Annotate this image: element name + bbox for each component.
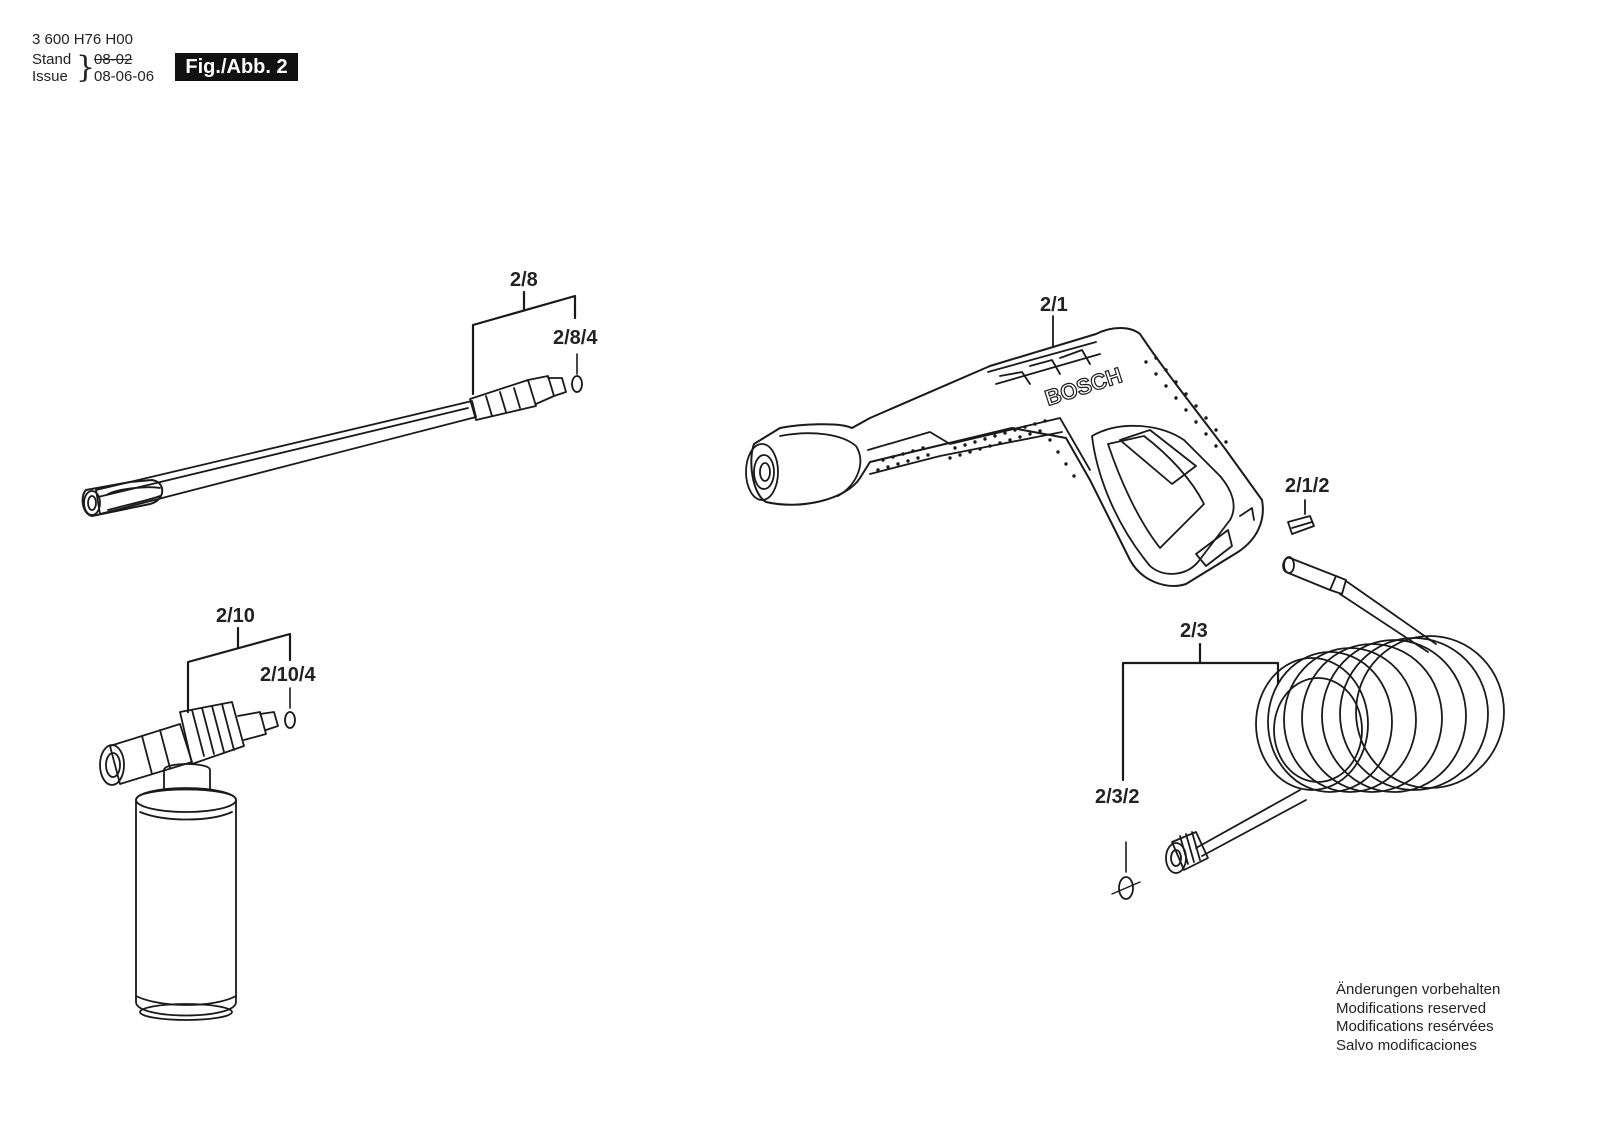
notice-line-fr: Modifications resérvées	[1336, 1018, 1494, 1035]
document-number: 3 600 H76 H00	[32, 31, 133, 48]
spray-lance	[81, 375, 583, 517]
callout-bracket-2-10	[186, 626, 292, 714]
callout-bracket-2-3	[1121, 642, 1280, 873]
callout-bracket-2-8	[471, 290, 578, 396]
o-ring-2-8-4	[571, 375, 583, 393]
notice-line-en: Modifications reserved	[1336, 999, 1487, 1017]
issue-label: Issue	[32, 68, 68, 85]
coiled-hose	[1111, 556, 1505, 900]
clip-part-2-1-2	[1287, 499, 1315, 535]
label-2-1-2: 2/1/2	[1285, 475, 1329, 497]
label-2-8: 2/8	[510, 269, 538, 291]
label-2-10: 2/10	[216, 605, 255, 627]
label-2-1: 2/1	[1040, 294, 1068, 316]
modification-notice: Änderungen vorbehalten Modifications res…	[1336, 981, 1500, 1055]
stand-date: 08-02	[94, 51, 133, 68]
label-2-3-2: 2/3/2	[1095, 786, 1139, 808]
brand-logo-text: BOSCH	[1042, 362, 1125, 410]
foam-bottle	[99, 701, 296, 1021]
notice-line-es: Salvo modificaciones	[1336, 1036, 1477, 1054]
label-2-3: 2/3	[1180, 620, 1208, 642]
o-ring-2-10-4	[284, 711, 296, 729]
trigger-gun	[745, 327, 1264, 587]
grip-texture	[876, 356, 1228, 478]
issue-date: 08-06-06	[94, 68, 155, 85]
brace-glyph: }	[76, 50, 96, 85]
stand-label: Stand	[32, 51, 72, 68]
o-ring-2-3-2	[1118, 876, 1134, 900]
label-2-8-4: 2/8/4	[553, 327, 598, 349]
notice-line-de: Änderungen vorbehalten	[1336, 981, 1501, 998]
figure-label: Fig./Abb. 2	[175, 53, 298, 81]
label-2-10-4: 2/10/4	[260, 664, 316, 686]
